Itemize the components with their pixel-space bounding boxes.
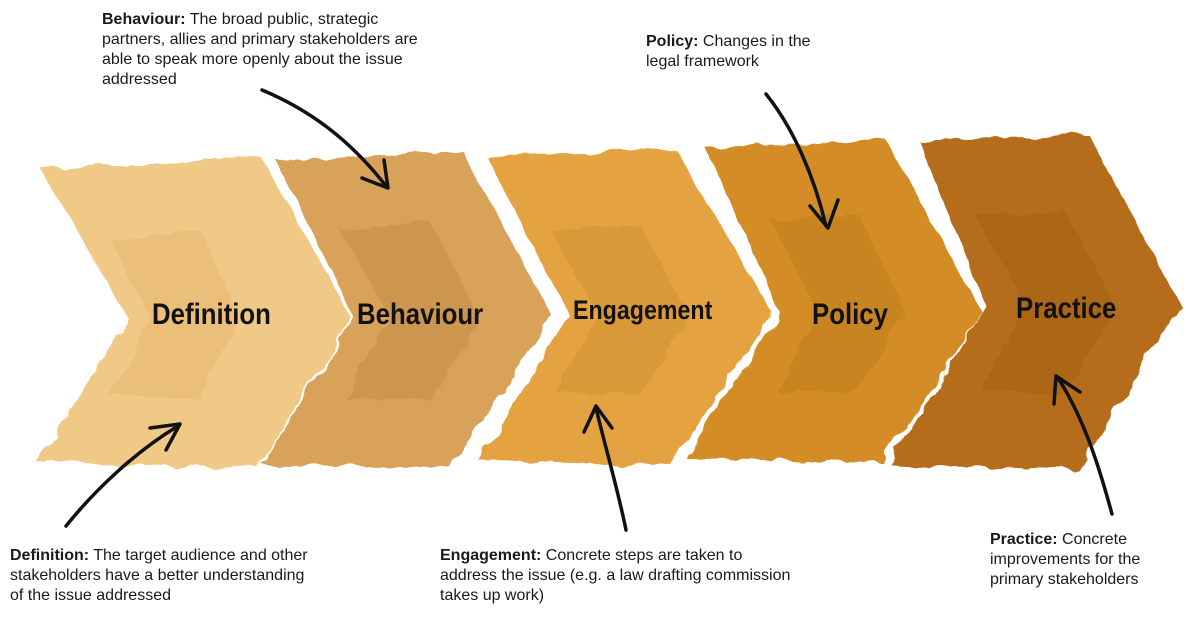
chevron-definition — [36, 158, 352, 468]
behaviour-arrow — [260, 88, 390, 190]
stage-label-definition: Definition — [152, 298, 271, 331]
note-definition: Definition: The target audience and othe… — [10, 546, 310, 606]
chevron-policy-wash — [770, 215, 905, 392]
note-definition-text: The target audience and other stakeholde… — [10, 547, 308, 604]
note-policy: Policy: Changes in the legal framework — [646, 32, 836, 72]
note-engagement-term: Engagement: — [440, 547, 542, 564]
note-engagement-text: Concrete steps are taken to address the … — [440, 547, 791, 604]
definition-arrow — [64, 422, 182, 528]
note-definition-term: Definition: — [10, 547, 90, 564]
chevron-practice — [890, 136, 1180, 470]
chevron-practice-wash — [975, 210, 1115, 395]
chevron-definition-wash — [110, 230, 240, 400]
note-practice-text: Concrete improvements for the primary st… — [990, 531, 1141, 588]
note-behaviour-text: The broad public, strategic partners, al… — [102, 11, 418, 88]
note-practice: Practice: Concrete improvements for the … — [990, 530, 1180, 590]
policy-arrow — [764, 92, 840, 230]
note-behaviour-term: Behaviour: — [102, 11, 186, 28]
chevron-behaviour — [262, 150, 552, 468]
stage-label-practice: Practice — [1016, 292, 1117, 325]
chevron-engagement-wash — [550, 225, 690, 395]
note-behaviour: Behaviour: The broad public, strategic p… — [102, 10, 442, 90]
note-engagement: Engagement: Concrete steps are taken to … — [440, 546, 800, 606]
practice-arrow — [1052, 374, 1114, 516]
annotation-arrows — [64, 88, 1114, 532]
chevron-policy — [686, 140, 982, 462]
stage-label-engagement: Engagement — [573, 295, 713, 325]
note-policy-term: Policy: — [646, 33, 699, 50]
chevron-engagement — [478, 150, 772, 466]
stage-label-behaviour: Behaviour — [357, 298, 484, 331]
stage-label-policy: Policy — [812, 298, 889, 331]
note-policy-text: Changes in the legal framework — [646, 33, 811, 70]
engagement-arrow — [582, 404, 628, 532]
chevron-behaviour-wash — [340, 222, 480, 400]
note-practice-term: Practice: — [990, 531, 1058, 548]
